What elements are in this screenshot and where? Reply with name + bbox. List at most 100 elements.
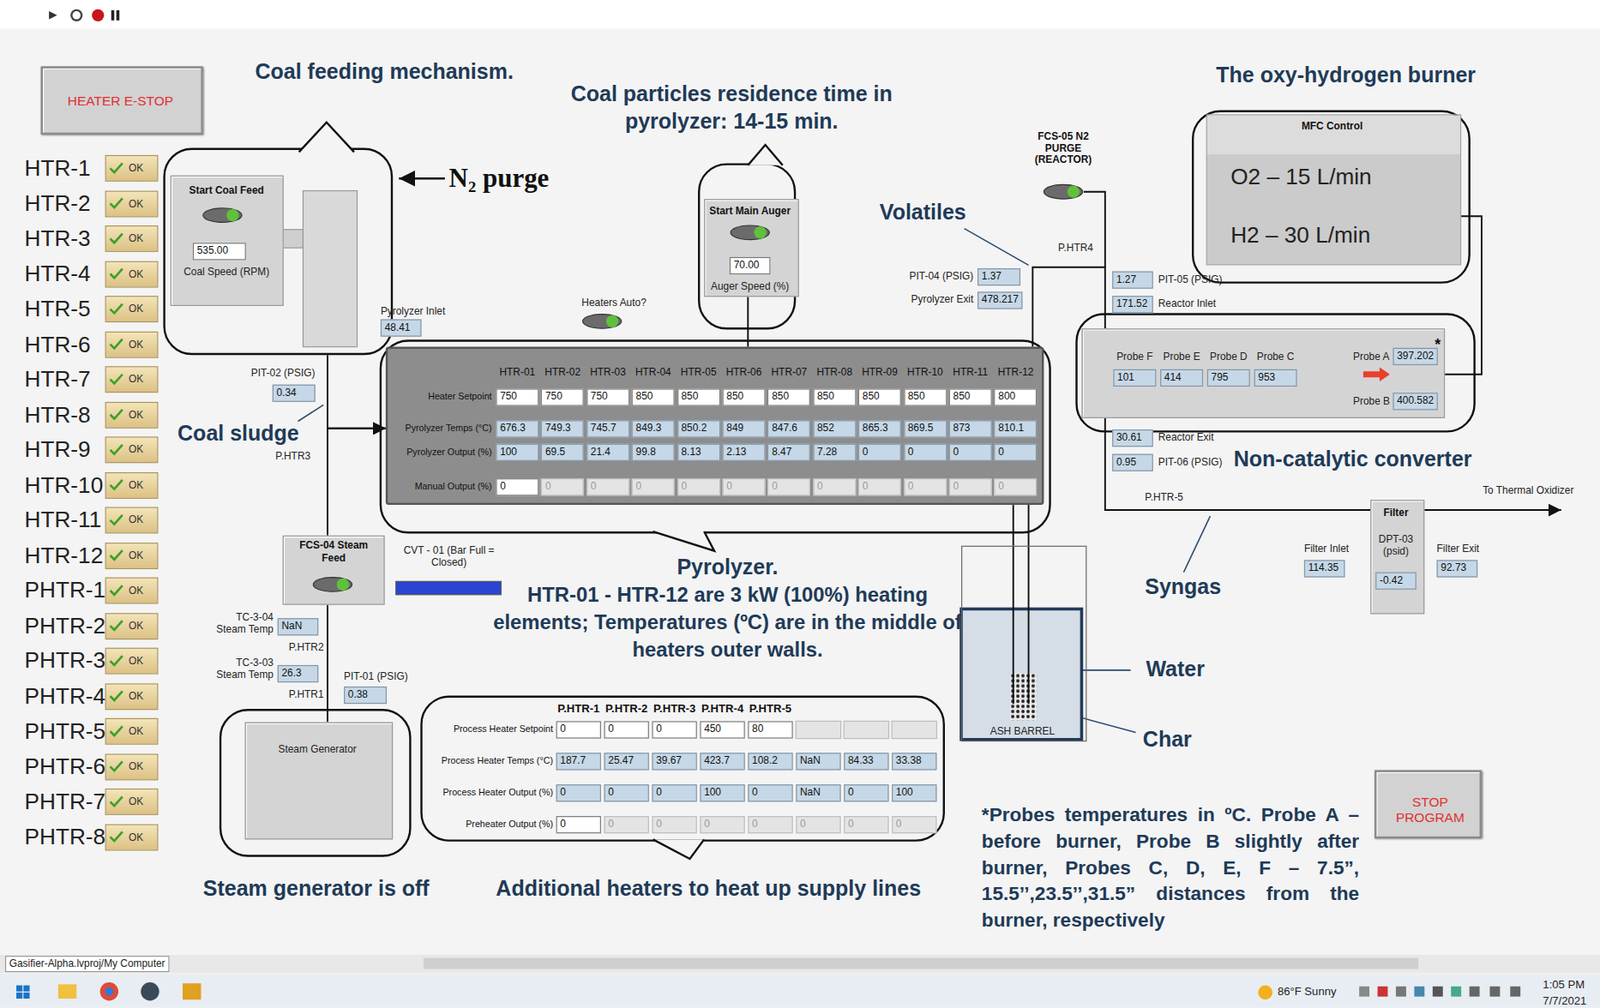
status-button: OK <box>105 824 159 851</box>
column-header: HTR-06 <box>722 366 766 379</box>
text-label: Reactor Inlet <box>1158 297 1216 310</box>
window-toolbar <box>91 9 104 22</box>
annotation-heading: Coal feeding mechanism. <box>255 57 552 85</box>
text-label: P.HTR1 <box>288 688 325 701</box>
footnote-marker: * <box>1434 336 1441 355</box>
pipe-connector <box>326 605 329 723</box>
heater-name: HTR-10 <box>24 471 104 498</box>
callout-bubble: Steam generator is offSteam Generator <box>219 709 412 858</box>
heater-table: P.HTR-1P.HTR-2P.HTR-3P.HTR-4P.HTR-5Proce… <box>424 698 941 837</box>
column-header: HTR-03 <box>586 366 630 379</box>
value-indicator: 2.13 <box>722 444 766 462</box>
coal-hopper <box>280 229 303 248</box>
callout-pointer <box>299 122 355 153</box>
value-indicator: 108.2 <box>747 752 793 770</box>
status-button: OK <box>105 190 159 217</box>
toggle-switch <box>753 226 766 239</box>
value-indicator: 39.67 <box>651 752 697 770</box>
panel-title: Start Main Auger <box>704 204 795 217</box>
disabled-field: 0 <box>891 816 937 834</box>
annotation-heading: Steam generator is off <box>203 874 459 903</box>
input-field: 850 <box>812 388 856 406</box>
heater-name: PHTR-3 <box>24 648 107 674</box>
value-indicator: 92.73 <box>1437 559 1479 578</box>
char-pile <box>1010 673 1037 721</box>
column-header: HTR-11 <box>949 366 993 379</box>
column-header: HTR-07 <box>767 366 811 379</box>
text-label: P.HTR4 <box>1058 241 1094 254</box>
annotation-heading: The oxy-hydrogen burner <box>1197 60 1494 89</box>
n2-purge-line <box>1083 192 1106 268</box>
flow-setting: O2 – 15 L/min <box>1230 164 1435 191</box>
value-indicator: 852 <box>812 420 856 438</box>
row-label: Preheater Output (%) <box>426 819 554 831</box>
status-button: OK <box>105 683 159 710</box>
control-panel: Start Main Auger70.00Auger Speed (%) <box>703 198 800 297</box>
row-label: Heater Setpoint <box>390 391 493 403</box>
column-header: HTR-10 <box>903 366 947 379</box>
text-label: P.HTR-5 <box>1144 492 1184 505</box>
text-label: PIT-01 (PSIG) <box>343 670 409 683</box>
heater-name: HTR-8 <box>24 401 91 428</box>
value-indicator: 0 <box>747 784 793 802</box>
drop-tube <box>1028 505 1030 704</box>
toggle-switch <box>730 225 770 241</box>
status-button: OK <box>105 613 159 640</box>
valve-bar <box>396 581 502 595</box>
check-mark <box>110 162 123 842</box>
check-mark <box>110 620 123 631</box>
button-label: STOP PROGRAM <box>1391 795 1468 827</box>
purge-arrow <box>398 178 446 180</box>
value-indicator: 0 <box>651 784 697 802</box>
probe-name: Probe E <box>1160 350 1204 363</box>
value-indicator: 745.7 <box>586 420 630 438</box>
disabled-field <box>843 721 889 739</box>
value-indicator: -0.42 <box>1375 572 1417 590</box>
toggle-switch <box>1067 186 1080 199</box>
input-field: 0 <box>651 721 697 739</box>
status-button: OK <box>105 330 159 358</box>
taskbar <box>16 992 23 999</box>
panel-title: Start Coal Feed <box>173 184 280 197</box>
water-tank <box>961 608 1082 740</box>
value-indicator: 397.202 <box>1392 348 1438 366</box>
value-indicator: 478.217 <box>977 291 1023 309</box>
filter-box: FilterDPT-03 (psid)-0.42 <box>1370 499 1425 614</box>
button-label: HEATER E-STOP <box>42 93 199 109</box>
text-label: Pyrolyzer Inlet <box>380 305 446 318</box>
toggle-switch <box>203 208 242 223</box>
pipe-connector <box>1012 505 1015 547</box>
ash-barrel: ASH BARREL <box>961 546 1087 742</box>
disabled-field: 0 <box>541 478 584 496</box>
taskbar <box>1509 986 1521 998</box>
heater-name: HTR-6 <box>24 330 91 357</box>
value-indicator: 101 <box>1112 369 1156 387</box>
purge-arrow <box>398 177 446 180</box>
column-header: HTR-02 <box>541 366 584 379</box>
value-indicator: 187.7 <box>556 752 602 770</box>
text-label: P.HTR3 <box>275 450 311 463</box>
value-indicator: NaN <box>277 618 319 636</box>
value-indicator: 865.3 <box>858 420 902 438</box>
check-mark <box>110 198 123 208</box>
panel-title: Filter <box>1371 506 1420 519</box>
check-mark <box>110 304 123 314</box>
taskbar <box>1469 986 1480 998</box>
value-indicator: 99.8 <box>631 444 675 462</box>
pipe-connector <box>327 428 386 536</box>
heater-name: HTR-7 <box>24 366 91 392</box>
value-indicator: 0.38 <box>343 686 387 704</box>
column-header: P.HTR-5 <box>747 702 793 716</box>
toggle-switch <box>312 577 352 593</box>
value-indicator: 100 <box>891 784 937 802</box>
disabled-field <box>795 721 937 739</box>
heater-name: HTR-5 <box>24 295 91 322</box>
probe-name: Probe F <box>1112 350 1156 363</box>
check-mark <box>110 585 123 596</box>
value-indicator: 8.13 <box>677 444 721 462</box>
status-button: OK <box>105 295 159 323</box>
taskbar <box>182 983 201 1000</box>
toggle-switch <box>1043 184 1083 199</box>
value-indicator: 0 <box>903 444 947 462</box>
disabled-field: 0 <box>858 478 902 496</box>
